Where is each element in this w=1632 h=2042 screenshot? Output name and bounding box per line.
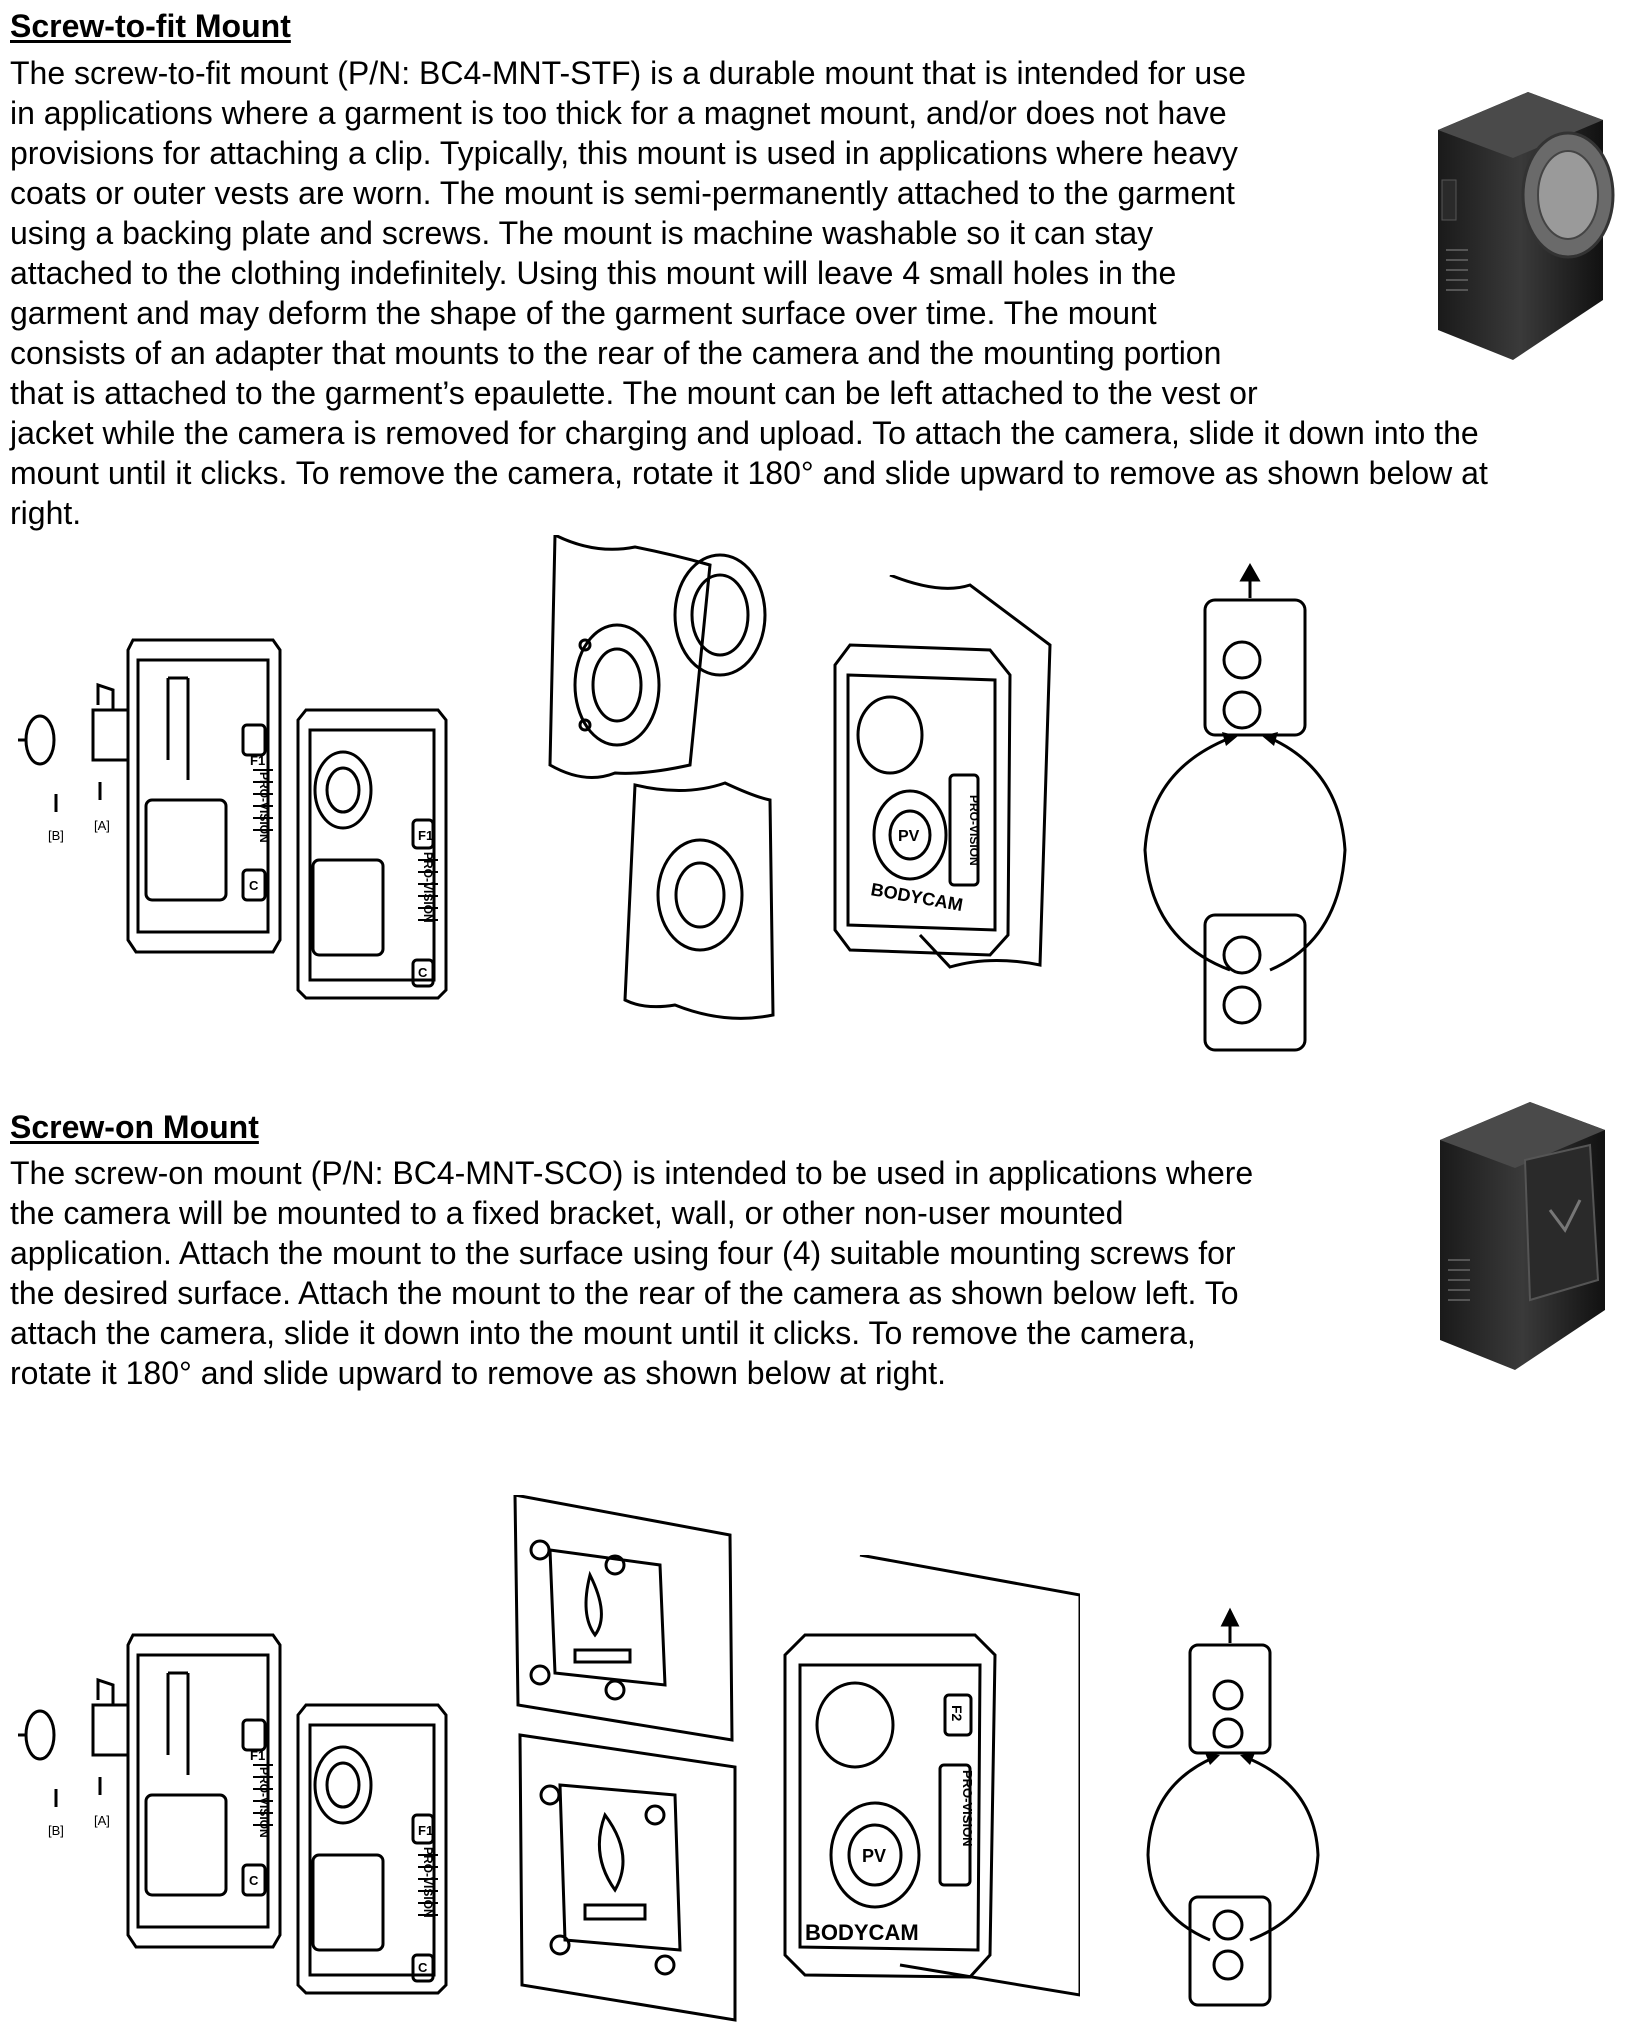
text-line: consists of an adapter that mounts to th… (10, 335, 1222, 371)
text-line: coats or outer vests are worn. The mount… (10, 175, 1235, 211)
brand-label: PRO-VISION (257, 772, 271, 843)
text-line: mount until it clicks. To remove the cam… (10, 455, 1488, 491)
text-line: jacket while the camera is removed for c… (10, 415, 1479, 451)
brand-label: PRO-VISION (257, 1767, 271, 1838)
adapter-part-a-icon (91, 682, 130, 762)
text-line: The screw-on mount (P/N: BC4-MNT-SCO) is… (10, 1155, 1254, 1191)
bodycam-label: BODYCAM (805, 1920, 919, 1945)
part-b-label: [B] (48, 828, 64, 843)
text-line: attached to the clothing indefinitely. U… (10, 255, 1177, 291)
camera-exploded-diagram-2: [B] [A] F1 F1 C C PRO-VISION PRO-VISION (18, 1633, 448, 1995)
camera-on-garment-diagram: BODYCAM PRO-VISION PV (833, 575, 1052, 969)
logo-label: PV (898, 828, 920, 845)
text-line: right. (10, 495, 82, 531)
rotate-removal-diagram-1 (1143, 562, 1347, 1052)
rotate-removal-diagram-2 (1146, 1607, 1320, 2007)
section-heading-screw-on: Screw-on Mount (10, 1109, 259, 1145)
brand-label: PRO-VISION (421, 852, 435, 923)
screw-part-b-icon (24, 714, 56, 766)
screw-to-fit-description: The screw-to-fit mount (P/N: BC4-MNT-STF… (10, 53, 1488, 533)
section-heading-screw-to-fit: Screw-to-fit Mount (10, 8, 291, 44)
button-f2-label: F2 (949, 1705, 965, 1722)
text-line: using a backing plate and screws. The mo… (10, 215, 1154, 251)
brand-label: PRO-VISION (960, 1770, 975, 1847)
button-c-label: C (249, 1873, 259, 1888)
button-f1-label: F1 (250, 753, 265, 768)
screw-part-b-icon (24, 1709, 56, 1761)
button-f1-label: F1 (418, 1823, 433, 1838)
wall-mount-plates-diagram (513, 1495, 737, 2022)
adapter-part-a-icon (91, 1677, 130, 1757)
text-line: rotate it 180° and slide upward to remov… (10, 1355, 946, 1391)
text-line: garment and may deform the shape of the … (10, 295, 1157, 331)
brand-label: PRO-VISION (967, 795, 981, 866)
garment-mount-diagram-1 (548, 535, 775, 1020)
text-line: attach the camera, slide it down into th… (10, 1315, 1196, 1351)
text-line: the desired surface. Attach the mount to… (10, 1275, 1239, 1311)
text-line: The screw-to-fit mount (P/N: BC4-MNT-STF… (10, 55, 1246, 91)
part-a-label: [A] (94, 818, 110, 833)
text-line: that is attached to the garment’s epaule… (10, 375, 1258, 411)
button-c-label: C (249, 878, 259, 893)
camera-exploded-diagram-1: [B] [A] F1 F1 C C PRO-VISION PRO-VISION (18, 638, 448, 1000)
text-line: in applications where a garment is too t… (10, 95, 1227, 131)
screw-on-description: The screw-on mount (P/N: BC4-MNT-SCO) is… (10, 1153, 1253, 1393)
brand-label: PRO-VISION (421, 1847, 435, 1918)
logo-label: PV (862, 1846, 886, 1866)
camera-on-wall-diagram: BODYCAM PRO-VISION F2 PV (783, 1555, 1080, 1997)
button-c-label: C (418, 965, 428, 980)
part-b-label: [B] (48, 1823, 64, 1838)
text-line: provisions for attaching a clip. Typical… (10, 135, 1238, 171)
screw-on-product-photo (1440, 1102, 1605, 1370)
button-f1-label: F1 (418, 828, 433, 843)
text-line: application. Attach the mount to the sur… (10, 1235, 1236, 1271)
button-c-label: C (418, 1960, 428, 1975)
part-a-label: [A] (94, 1813, 110, 1828)
screw-to-fit-product-photo (1438, 92, 1615, 360)
text-line: the camera will be mounted to a fixed br… (10, 1195, 1124, 1231)
button-f1-label: F1 (250, 1748, 265, 1763)
